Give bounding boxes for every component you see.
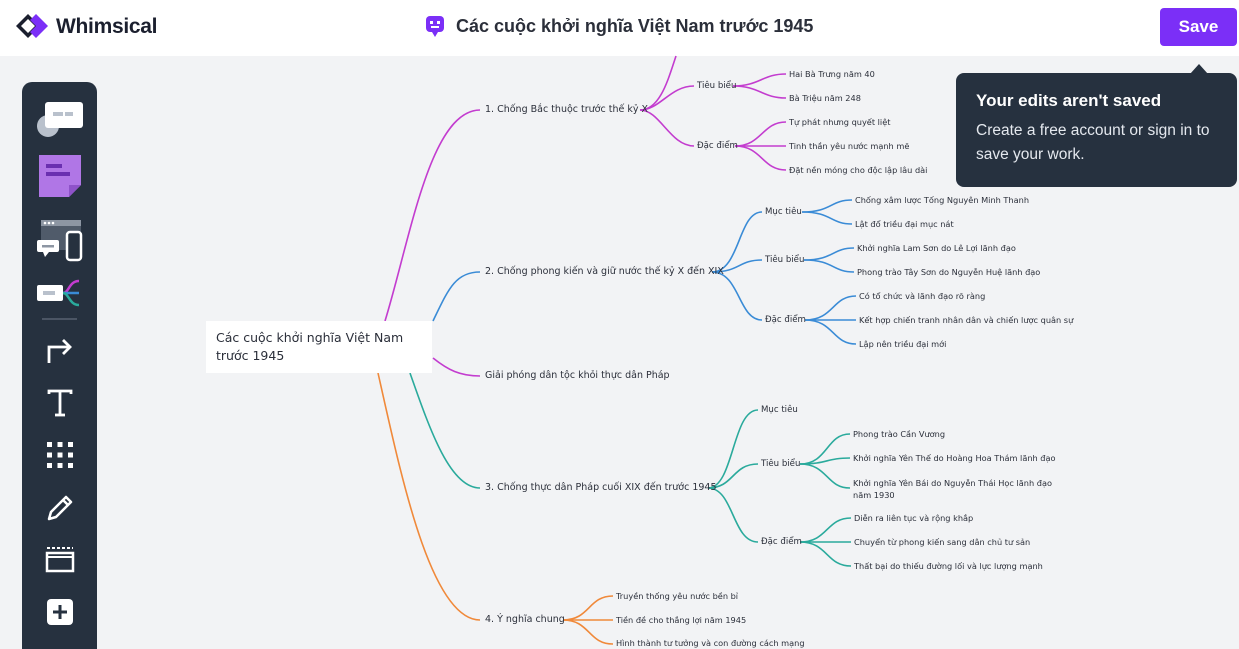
flowchart-tool[interactable]: [34, 94, 86, 142]
document-title-text: Các cuộc khởi nghĩa Việt Nam trước 1945: [456, 15, 814, 36]
node-b3-tieubieu-2[interactable]: Khởi nghĩa Yên Thế do Hoàng Hoa Thám lãn…: [853, 453, 1056, 463]
node-b3-dacdiem-2[interactable]: Chuyển từ phong kiến sang dân chủ tư sản: [854, 537, 1031, 547]
mindmap-doc-icon: [426, 16, 444, 37]
connector-arrow-icon: [47, 339, 72, 363]
node-b2-tieubieu-1[interactable]: Khởi nghĩa Lam Sơn do Lê Lợi lãnh đạo: [857, 243, 1016, 253]
text-icon: [47, 389, 73, 417]
node-b2-tieubieu[interactable]: Tiêu biểu: [765, 255, 805, 265]
pen-tool[interactable]: [34, 484, 86, 532]
node-b2-muctieu-1[interactable]: Chống xâm lược Tống Nguyên Minh Thanh: [855, 195, 1030, 205]
node-b3-dacdiem-3[interactable]: Thất bại do thiếu đường lối và lực lượng…: [854, 561, 1043, 571]
node-b2-muctieu-2[interactable]: Lật đổ triều đại mục nát: [855, 219, 954, 229]
node-b1-dacdiem-2[interactable]: Tinh thần yêu nước mạnh mẽ: [789, 141, 910, 151]
node-b3-dacdiem[interactable]: Đặc điểm: [761, 537, 802, 547]
node-b2-muctieu[interactable]: Mục tiêu: [765, 207, 802, 217]
save-button[interactable]: Save: [1160, 8, 1237, 46]
node-b1-dacdiem-3[interactable]: Đặt nền móng cho độc lập lâu dài: [789, 165, 928, 175]
node-b3-tieubieu-3[interactable]: Khởi nghĩa Yên Bái do Nguyễn Thái Học lã…: [853, 478, 1053, 500]
node-branch-1[interactable]: 1. Chống Bắc thuộc trước thế kỷ X: [485, 104, 648, 115]
node-b2-dacdiem[interactable]: Đặc điểm: [765, 315, 806, 325]
whimsical-logo-icon: [16, 14, 48, 38]
toolbar-divider: [42, 318, 77, 320]
tooltip-arrow: [1190, 64, 1208, 74]
sticky-note-icon: [39, 155, 81, 197]
section-icon: [45, 547, 75, 573]
wireframe-icon: [37, 220, 83, 262]
node-b1-dacdiem[interactable]: Đặc điểm: [697, 141, 738, 151]
node-b3-tieubieu-1[interactable]: Phong trào Cần Vương: [853, 429, 946, 439]
tooltip-body: Create a free account or sign in to save…: [976, 122, 1210, 163]
node-b1-tieubieu-2[interactable]: Bà Triệu năm 248: [789, 93, 861, 103]
text-tool[interactable]: [34, 379, 86, 427]
section-tool[interactable]: [34, 536, 86, 584]
node-b2-tieubieu-2[interactable]: Phong trào Tây Sơn do Nguyễn Huệ lãnh đạ…: [857, 267, 1041, 277]
top-bar: Whimsical Các cuộc khởi nghĩa Việt Nam t…: [0, 0, 1239, 56]
node-branch-2[interactable]: 2. Chống phong kiến và giữ nước thế kỷ X…: [485, 266, 724, 277]
mindmap-icon: [37, 279, 80, 307]
node-b1-dacdiem-1[interactable]: Tự phát nhưng quyết liệt: [789, 117, 891, 127]
node-branch-giai-phong[interactable]: Giải phóng dân tộc khỏi thực dân Pháp: [485, 370, 670, 381]
add-icon: [47, 599, 73, 625]
node-b2-dacdiem-3[interactable]: Lập nên triều đại mới: [859, 339, 947, 349]
node-b1-tieubieu[interactable]: Tiêu biểu: [697, 81, 737, 91]
left-toolbar: [22, 82, 97, 649]
app-name: Whimsical: [56, 15, 158, 38]
document-title[interactable]: Các cuộc khởi nghĩa Việt Nam trước 1945: [424, 14, 813, 38]
connector-tool[interactable]: [34, 326, 86, 374]
mindmap-root-node[interactable]: Các cuộc khởi nghĩa Việt Nam trước 1945: [206, 321, 432, 373]
node-b4-item-3[interactable]: Hình thành tư tưởng và con đường cách mạ…: [616, 638, 805, 648]
node-b4-item-2[interactable]: Tiền đề cho thắng lợi năm 1945: [616, 615, 747, 625]
add-tool[interactable]: [34, 588, 86, 636]
tooltip-title: Your edits aren't saved: [976, 91, 1162, 110]
node-b3-muctieu[interactable]: Mục tiêu: [761, 405, 798, 415]
grid-icon: [47, 442, 73, 468]
node-b1-tieubieu-1[interactable]: Hai Bà Trưng năm 40: [789, 69, 875, 79]
pen-icon: [47, 495, 73, 521]
node-b4-item-1[interactable]: Truyền thống yêu nước bền bỉ: [616, 591, 739, 601]
node-b2-dacdiem-2[interactable]: Kết hợp chiến tranh nhân dân và chiến lư…: [859, 315, 1074, 325]
unsaved-edits-tooltip: Your edits aren't saved Create a free ac…: [956, 73, 1237, 187]
flowchart-icon: [37, 102, 83, 137]
sticky-note-tool[interactable]: [34, 152, 86, 200]
mindmap-tool[interactable]: [34, 270, 86, 318]
node-b3-tieubieu[interactable]: Tiêu biểu: [761, 459, 801, 469]
wireframe-tool[interactable]: [34, 216, 86, 264]
node-b2-dacdiem-1[interactable]: Có tổ chức và lãnh đạo rõ ràng: [859, 291, 986, 301]
node-b3-dacdiem-1[interactable]: Diễn ra liên tục và rộng khắp: [854, 513, 974, 523]
node-branch-3[interactable]: 3. Chống thực dân Pháp cuối XIX đến trướ…: [485, 482, 717, 493]
grid-tool[interactable]: [34, 431, 86, 479]
whimsical-logo[interactable]: Whimsical: [14, 12, 157, 42]
node-branch-4[interactable]: 4. Ý nghĩa chung: [485, 614, 565, 625]
